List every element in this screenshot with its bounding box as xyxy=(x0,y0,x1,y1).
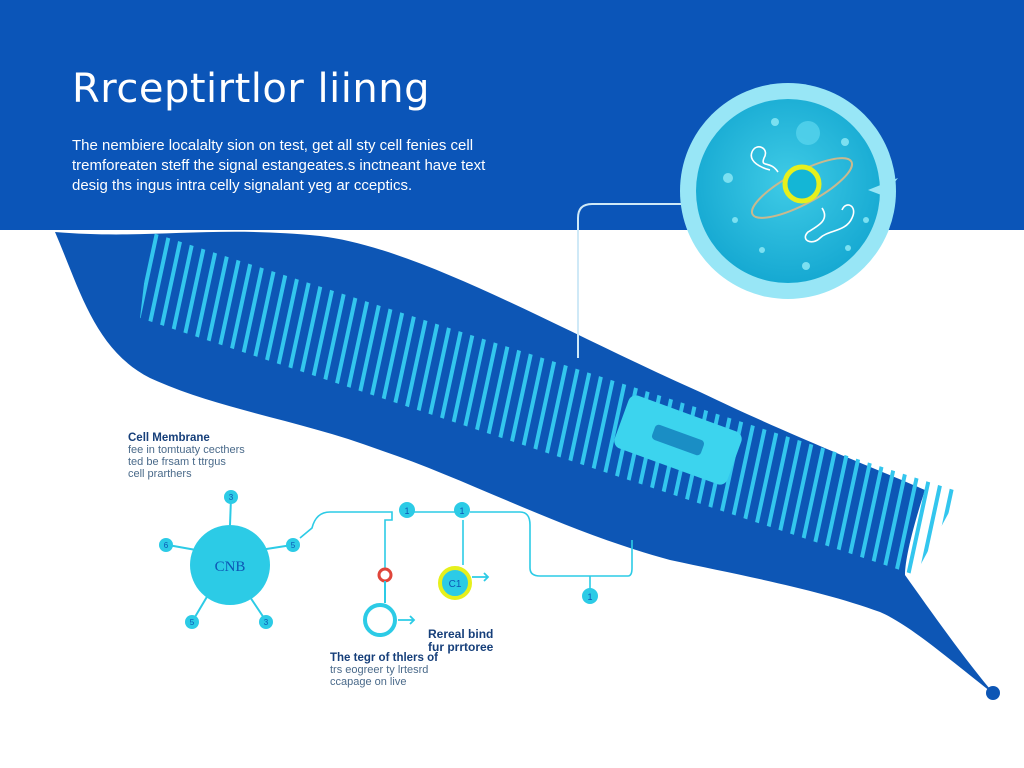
target-line: ccapage on live xyxy=(330,676,407,688)
description-line: The nembiere localalty sion on test, get… xyxy=(72,137,474,154)
target-label: The tegr of thlers of trs eogreer ty lrt… xyxy=(330,652,438,688)
membrane-stripe xyxy=(922,485,955,575)
cell-membrane-label: Cell Membrane fee in tomtuaty cecthers t… xyxy=(128,432,245,480)
membrane-stripe xyxy=(157,232,190,339)
binding-node-label: C1 xyxy=(449,579,462,590)
svg-text:1: 1 xyxy=(404,506,409,516)
cell-membrane-line: ted be frsam t ttrgus xyxy=(128,456,226,468)
intro-description: The nembiere localalty sion on test, get… xyxy=(72,136,512,196)
membrane-stripe xyxy=(876,468,908,575)
zoom-connector-line xyxy=(577,203,694,358)
cell-membrane-line: fee in tomtuaty cecthers xyxy=(128,444,245,456)
hub-node-bottom-right xyxy=(259,615,273,629)
hub-node-bottom-right-label: 3 xyxy=(264,618,269,627)
cell-membrane-line: cell prarthers xyxy=(128,468,192,480)
cell-membrane-title: Cell Membrane xyxy=(128,432,210,444)
receptor-hub-group: CNB 3 5 6 5 3 xyxy=(159,490,300,629)
receptor-hub-label: CNB xyxy=(215,559,246,575)
description-line: tremforeaten steff the signal estangeate… xyxy=(72,157,486,174)
pathway-marker-1: 1 xyxy=(399,502,415,518)
page-title: Rrceptirtlor liinng xyxy=(72,66,430,112)
receptor-pocket xyxy=(614,395,742,485)
hub-node-left-label: 6 xyxy=(164,541,169,550)
cell-membrane-body xyxy=(55,231,995,696)
hub-node-bottom-left xyxy=(185,615,199,629)
zoom-inset xyxy=(680,83,898,299)
target-title: The tegr of thlers of xyxy=(330,652,438,664)
signal-pathway-lines xyxy=(299,511,633,590)
description-line: desig ths ingus intra celly signalant ye… xyxy=(72,177,413,194)
target-line: trs eogreer ty lrtesrd xyxy=(330,664,429,676)
svg-text:1: 1 xyxy=(587,592,592,602)
ring-receptor-arrow xyxy=(398,615,416,625)
reveal-bind-line: fur prrtoree xyxy=(428,640,494,654)
hub-node-top-label: 3 xyxy=(229,493,234,502)
hub-node-top xyxy=(224,490,238,504)
hub-node-bottom-left-label: 5 xyxy=(190,618,195,627)
membrane-stripe xyxy=(910,481,943,575)
membrane-stripe xyxy=(145,232,178,335)
ring-receptor xyxy=(363,603,397,637)
membrane-stripe xyxy=(887,472,920,575)
membrane-tail-dot xyxy=(986,686,1000,700)
reveal-bind-label: Rereal bind fur prrtoree xyxy=(428,628,493,654)
membrane-stripe xyxy=(899,476,932,575)
ligand-binding-ring xyxy=(782,164,822,204)
pathway-marker-2: 1 xyxy=(454,502,470,518)
binding-node-arrow xyxy=(472,572,490,582)
hub-node-right xyxy=(286,538,300,552)
binding-node xyxy=(438,566,472,600)
red-signal-marker xyxy=(377,567,393,583)
membrane-stripe xyxy=(934,489,960,575)
pathway-marker-3: 1 xyxy=(582,588,598,604)
hub-node-left xyxy=(159,538,173,552)
receptor-hub xyxy=(190,525,270,605)
svg-text:1: 1 xyxy=(459,506,464,516)
reveal-bind-title: Rereal bind xyxy=(428,627,494,641)
hub-node-right-label: 5 xyxy=(291,541,296,550)
